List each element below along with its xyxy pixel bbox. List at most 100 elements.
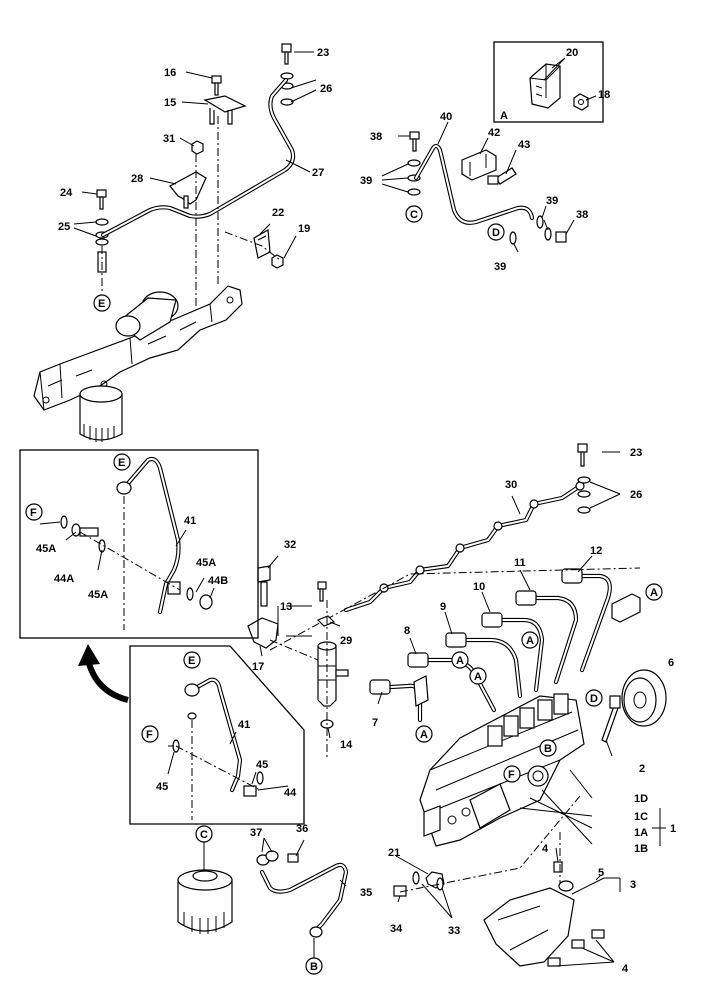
- callout-4: 4: [542, 843, 549, 855]
- detail-box-lower: [78, 644, 305, 825]
- detail-box-upper: [19, 449, 259, 639]
- callout-39: 39: [546, 195, 558, 207]
- ref-marker-f: F: [508, 769, 515, 781]
- callout-45a: 45A: [196, 557, 216, 569]
- callout-26: 26: [630, 489, 642, 501]
- callout-33: 33: [448, 925, 460, 937]
- injection-lines: [269, 443, 641, 723]
- callout-28: 28: [131, 173, 143, 185]
- callout-39: 39: [494, 261, 506, 273]
- callout-7: 7: [372, 717, 378, 729]
- callout-6: 6: [668, 657, 674, 669]
- callout-32: 32: [284, 539, 296, 551]
- callout-45: 45: [156, 781, 168, 793]
- callout-1c: 1C: [634, 811, 648, 823]
- callout-41: 41: [184, 515, 196, 527]
- callout-26: 26: [320, 83, 332, 95]
- callout-16: 16: [164, 67, 176, 79]
- callout-4: 4: [622, 963, 629, 975]
- callout-34: 34: [390, 923, 403, 935]
- callout-38: 38: [370, 131, 382, 143]
- detail-a-label: A: [500, 110, 508, 122]
- callout-15: 15: [164, 97, 176, 109]
- callout-22: 22: [272, 207, 284, 219]
- callout-21: 21: [388, 847, 400, 859]
- pump-bracket-3: [483, 887, 575, 967]
- lower-filter-assembly: [177, 850, 349, 938]
- part-callouts: 23 26 16 15 31 28 24 25 27 22 19 20 18 3…: [36, 47, 676, 975]
- ref-marker-c: C: [410, 209, 418, 221]
- callout-1d: 1D: [634, 793, 648, 805]
- ref-marker-c: C: [200, 829, 208, 841]
- upper-left-assembly: [95, 43, 296, 330]
- injector-assembly: [247, 565, 349, 760]
- ref-marker-e: E: [98, 298, 105, 310]
- detail-a-inset: A: [493, 41, 604, 123]
- callout-9: 9: [440, 601, 446, 613]
- callout-1a: 1A: [634, 827, 648, 839]
- callout-42: 42: [488, 127, 500, 139]
- callout-13: 13: [280, 601, 292, 613]
- callout-12: 12: [590, 545, 602, 557]
- ref-marker-b: B: [310, 961, 318, 973]
- callout-36: 36: [296, 823, 308, 835]
- callout-23: 23: [630, 447, 642, 459]
- bolt-16: [211, 75, 222, 96]
- callout-27: 27: [312, 167, 324, 179]
- upper-right-pipe-assembly: [407, 131, 567, 245]
- callout-37: 37: [250, 827, 262, 839]
- fuel-pipe-35: [259, 862, 349, 933]
- callout-1b: 1B: [634, 843, 648, 855]
- callout-45a: 45A: [88, 589, 108, 601]
- callout-24: 24: [60, 187, 73, 199]
- callout-43: 43: [518, 139, 530, 151]
- callout-45a: 45A: [36, 543, 56, 555]
- bracket-15: [203, 95, 247, 125]
- ref-marker-e: E: [188, 655, 195, 667]
- callout-44b: 44B: [208, 575, 228, 587]
- callout-2: 2: [639, 763, 645, 775]
- callout-14: 14: [340, 739, 353, 751]
- callout-10: 10: [473, 581, 485, 593]
- ref-marker-a: A: [456, 655, 464, 667]
- callout-18: 18: [598, 89, 610, 101]
- callout-30: 30: [505, 479, 517, 491]
- callout-8: 8: [404, 625, 410, 637]
- callout-39: 39: [360, 175, 372, 187]
- callout-20: 20: [566, 47, 578, 59]
- ref-marker-a: A: [526, 635, 534, 647]
- callout-3: 3: [630, 879, 636, 891]
- callout-44: 44: [284, 787, 297, 799]
- callout-11: 11: [514, 557, 526, 569]
- callout-1: 1: [670, 823, 676, 835]
- callout-40: 40: [440, 111, 452, 123]
- reference-markers: E C D E F A A A A A D B F E F C B: [25, 205, 663, 975]
- ref-marker-a: A: [474, 671, 482, 683]
- ref-marker-f: F: [30, 507, 37, 519]
- leader-lines: [39, 51, 666, 967]
- callout-29: 29: [340, 635, 352, 647]
- callout-23: 23: [317, 47, 329, 59]
- filter-head-assembly: [33, 285, 243, 442]
- callout-35: 35: [360, 887, 372, 899]
- ref-marker-a: A: [650, 587, 658, 599]
- callout-31: 31: [163, 133, 175, 145]
- callout-5: 5: [598, 867, 604, 879]
- ref-marker-d: D: [492, 227, 500, 239]
- ref-marker-f: F: [146, 729, 153, 741]
- ref-marker-a: A: [420, 729, 428, 741]
- callout-25: 25: [58, 221, 70, 233]
- ref-marker-d: D: [590, 693, 598, 705]
- callout-44a: 44A: [54, 573, 74, 585]
- callout-38: 38: [576, 209, 588, 221]
- bracket-28: [169, 171, 207, 205]
- callout-17: 17: [252, 661, 264, 673]
- ref-marker-b: B: [544, 743, 552, 755]
- callout-45: 45: [256, 759, 268, 771]
- callout-41: 41: [238, 719, 250, 731]
- callout-19: 19: [298, 223, 310, 235]
- injection-pump: [393, 669, 667, 967]
- ref-marker-e: E: [118, 457, 125, 469]
- injector-clamp-17: [247, 617, 279, 649]
